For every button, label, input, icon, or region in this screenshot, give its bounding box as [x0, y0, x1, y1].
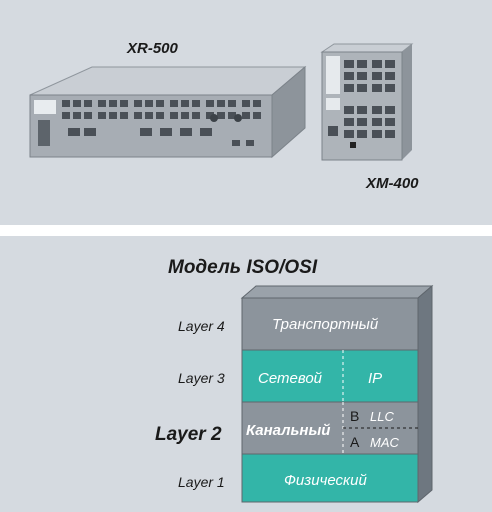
xr500-label: XR-500: [127, 40, 178, 57]
layer-3-extra: IP: [368, 370, 383, 387]
xr500-device: [29, 65, 307, 159]
xm400-label: XM-400: [366, 175, 419, 192]
layer-1-label: Layer 1: [178, 474, 225, 490]
layer-4-name: Транспортный: [272, 316, 379, 333]
layer-2-mac: MAC: [370, 435, 399, 450]
layer-2-label: Layer 2: [155, 424, 222, 445]
layer-1-block: [241, 453, 419, 503]
stack-top-face: [240, 285, 434, 299]
layer-4-label: Layer 4: [178, 318, 225, 334]
layer-1-name: Физический: [284, 472, 367, 489]
layer-2-name: Канальный: [246, 422, 331, 439]
layer-2-b-letter: B: [350, 408, 360, 424]
layer-4-block: [241, 297, 419, 351]
devices-panel: XR-500 XM-400: [0, 0, 492, 225]
osi-panel: Модель ISO/OSI Layer 4 Layer 3 Layer 2 L…: [0, 236, 492, 512]
stack-side-face: [417, 284, 433, 504]
xm400-device: [320, 43, 414, 161]
layer-3-label: Layer 3: [178, 370, 225, 386]
layer-2-block: [241, 401, 419, 455]
devices-illustration: [29, 43, 414, 161]
osi-stack: [240, 284, 434, 504]
layer-3-name: Сетевой: [258, 370, 323, 387]
layer-2-a-letter: A: [350, 434, 360, 450]
layer-2-llc: LLC: [370, 409, 394, 424]
model-title: Модель ISO/OSI: [168, 257, 318, 278]
layer-3-block: [241, 349, 419, 403]
